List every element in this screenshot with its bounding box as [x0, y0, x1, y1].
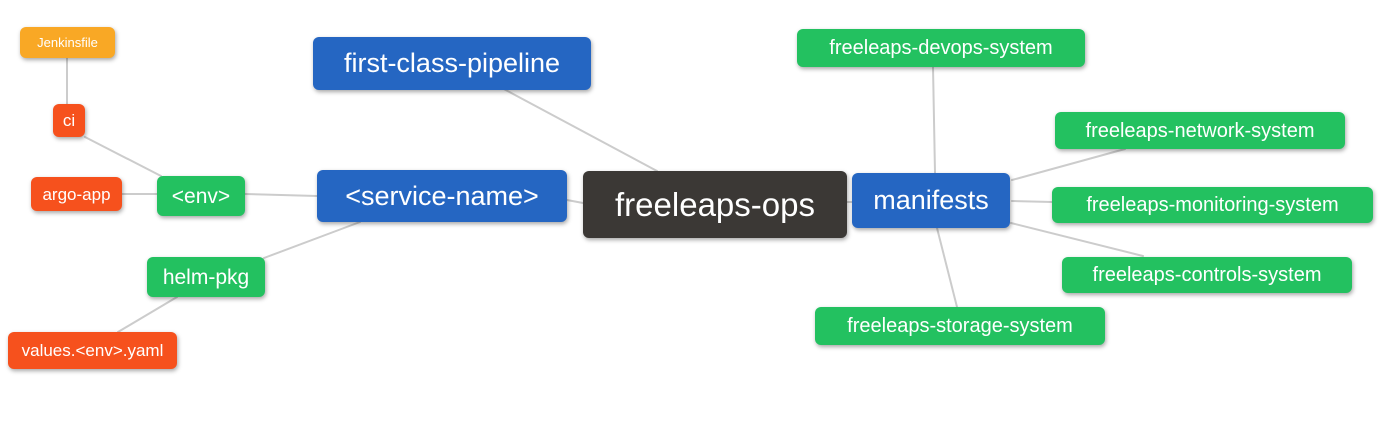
node-freeleaps-storage-system[interactable]: freeleaps-storage-system — [815, 307, 1105, 345]
edge-helm-pkg-values-env-yaml — [117, 296, 178, 333]
node-freeleaps-network-system[interactable]: freeleaps-network-system — [1055, 112, 1345, 149]
node-freeleaps-devops-system[interactable]: freeleaps-devops-system — [797, 29, 1085, 67]
edge-manifests-controls-system — [1010, 222, 1144, 257]
edge-manifests-network-system — [1011, 148, 1126, 181]
node-argo-app[interactable]: argo-app — [31, 177, 122, 211]
node-service-name[interactable]: <service-name> — [317, 170, 567, 222]
node-freeleaps-controls-system[interactable]: freeleaps-controls-system — [1062, 257, 1352, 293]
edge-ci-env — [84, 136, 162, 177]
node-helm-pkg[interactable]: helm-pkg — [147, 257, 265, 297]
node-jenkinsfile[interactable]: Jenkinsfile — [20, 27, 115, 58]
edge-manifests-storage-system — [936, 227, 958, 308]
edge-service-name-helm-pkg — [263, 221, 361, 259]
edge-service-name-ops — [566, 199, 584, 204]
node-freeleaps-monitoring-system[interactable]: freeleaps-monitoring-system — [1052, 187, 1373, 223]
node-values-env-yaml[interactable]: values.<env>.yaml — [8, 332, 177, 369]
edge-env-service-name — [244, 193, 318, 197]
edge-manifests-monitoring-system — [1011, 200, 1053, 203]
node-freeleaps-ops[interactable]: freeleaps-ops — [583, 171, 847, 238]
node-manifests[interactable]: manifests — [852, 173, 1010, 228]
edge-first-class-pipeline-ops — [501, 87, 658, 172]
node-env[interactable]: <env> — [157, 176, 245, 216]
node-first-class-pipeline[interactable]: first-class-pipeline — [313, 37, 591, 90]
edge-manifests-devops-system — [932, 66, 936, 174]
node-ci[interactable]: ci — [53, 104, 85, 137]
